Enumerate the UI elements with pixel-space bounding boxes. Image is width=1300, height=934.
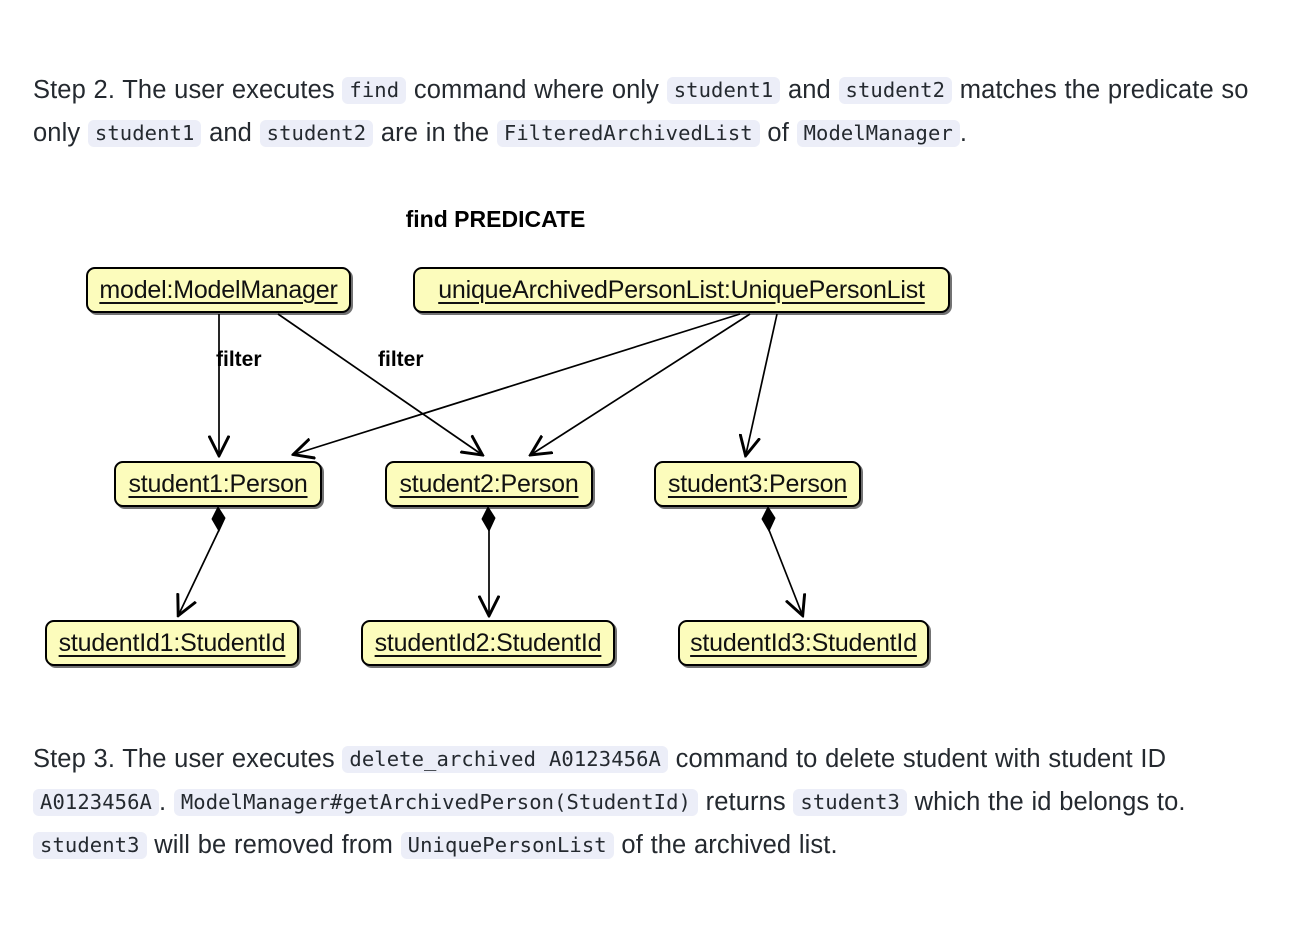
edge-uniquelist-to-student3 bbox=[746, 313, 778, 454]
edge-student3-to-studentid3 bbox=[761, 505, 802, 614]
code-span: ModelManager bbox=[796, 119, 960, 147]
code-span: find bbox=[342, 76, 407, 104]
uml-node-studentid2-label: studentId2:StudentId bbox=[374, 628, 602, 657]
uml-node-studentid1[interactable]: studentId1:StudentId bbox=[45, 620, 299, 666]
step2-paragraph: Step 2. The user executes find command w… bbox=[33, 75, 1249, 147]
edge-model-to-student2 bbox=[277, 313, 481, 454]
uml-node-model[interactable]: model:ModelManager bbox=[86, 267, 351, 313]
diagram-edges bbox=[33, 313, 958, 688]
uml-node-studentid3-label: studentId3:StudentId bbox=[690, 628, 917, 657]
code-span: student1 bbox=[666, 76, 781, 104]
edge-uniquelist-to-student1 bbox=[295, 313, 741, 454]
code-span: student1 bbox=[87, 119, 202, 147]
code-span: student2 bbox=[838, 76, 953, 104]
uml-node-studentid2[interactable]: studentId2:StudentId bbox=[361, 620, 615, 666]
code-span: student3 bbox=[793, 788, 907, 816]
uml-node-studentid1-label: studentId1:StudentId bbox=[58, 628, 286, 657]
code-span: FilteredArchivedList bbox=[496, 119, 760, 147]
uml-node-uniquearchivedpersonlist[interactable]: uniqueArchivedPersonList:UniquePersonLis… bbox=[413, 267, 950, 313]
step3-paragraph: Step 3. The user executes delete_archive… bbox=[33, 744, 1186, 859]
uml-node-student2[interactable]: student2:Person bbox=[385, 461, 593, 507]
uml-node-uniquearchivedpersonlist-label: uniqueArchivedPersonList:UniquePersonLis… bbox=[438, 275, 925, 304]
code-span: A0123456A bbox=[33, 788, 159, 816]
uml-node-model-label: model:ModelManager bbox=[99, 275, 338, 304]
edge-label-filter-1: filter bbox=[216, 348, 262, 371]
edge-label-filter-2: filter bbox=[378, 348, 424, 371]
edge-student2-to-studentid2 bbox=[482, 505, 495, 614]
uml-node-student3[interactable]: student3:Person bbox=[654, 461, 861, 507]
uml-node-student3-label: student3:Person bbox=[667, 469, 848, 498]
code-span: student3 bbox=[33, 831, 147, 859]
uml-node-student1-label: student1:Person bbox=[128, 469, 308, 498]
edge-uniquelist-to-student2 bbox=[532, 313, 751, 454]
code-span: UniquePersonList bbox=[400, 831, 614, 859]
document-page: Step 2. The user executes find command w… bbox=[0, 26, 1300, 934]
edge-student1-to-studentid1 bbox=[179, 505, 226, 614]
uml-object-diagram: find PREDICATE bbox=[33, 180, 958, 688]
uml-node-student2-label: student2:Person bbox=[399, 469, 579, 498]
code-span: ModelManager#getArchivedPerson(StudentId… bbox=[173, 788, 698, 816]
diagram-title: find PREDICATE bbox=[405, 206, 586, 232]
code-span: student2 bbox=[259, 119, 374, 147]
code-span: delete_archived A0123456A bbox=[342, 745, 668, 773]
uml-node-studentid3[interactable]: studentId3:StudentId bbox=[678, 620, 929, 666]
uml-node-student1[interactable]: student1:Person bbox=[114, 461, 322, 507]
